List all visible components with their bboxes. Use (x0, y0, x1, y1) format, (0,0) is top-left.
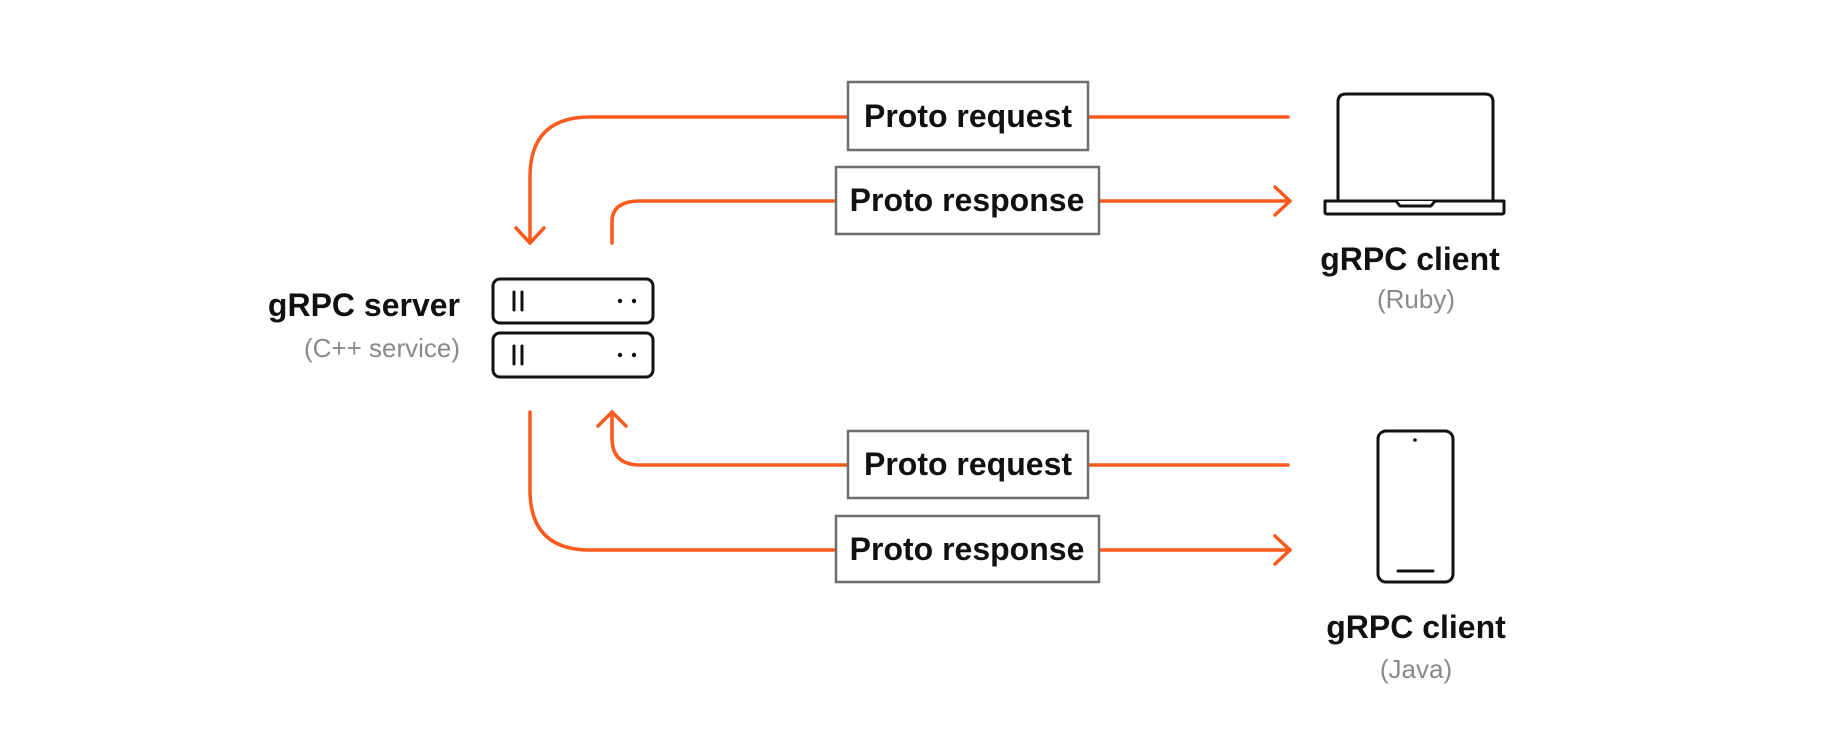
ruby-client-subtitle-text: (Ruby) (1377, 284, 1455, 314)
java-response-arrowhead (1273, 534, 1292, 566)
ruby-request-arrow (528, 115, 1290, 245)
laptop-icon (1323, 92, 1506, 216)
ruby-request-label: Proto request (864, 98, 1072, 134)
ruby-response-arrowhead (1273, 185, 1292, 217)
java-client-title: gRPC client (1326, 609, 1506, 645)
ruby-response-label: Proto response (850, 182, 1085, 218)
java-client-subtitle: (Java) (1380, 654, 1452, 684)
java-response-box: Proto response (834, 514, 1101, 584)
server-subtitle: (C++ service) (304, 333, 460, 363)
java-response-label: Proto response (850, 531, 1085, 567)
phone-icon (1376, 429, 1455, 584)
server-title: gRPC server (268, 287, 460, 323)
java-request-arrowhead (596, 410, 628, 428)
ruby-response-box: Proto response (834, 165, 1101, 236)
ruby-request-box: Proto request (846, 80, 1090, 152)
ruby-client-title: gRPC client (1320, 241, 1500, 277)
java-request-arrow (610, 410, 1290, 467)
ruby-request-arrowhead (514, 226, 546, 245)
server-rack-icon (491, 277, 655, 379)
java-response-arrow (528, 410, 1292, 552)
java-request-box: Proto request (846, 429, 1090, 500)
java-request-label: Proto request (864, 446, 1072, 482)
ruby-response-arrow (610, 199, 1292, 245)
